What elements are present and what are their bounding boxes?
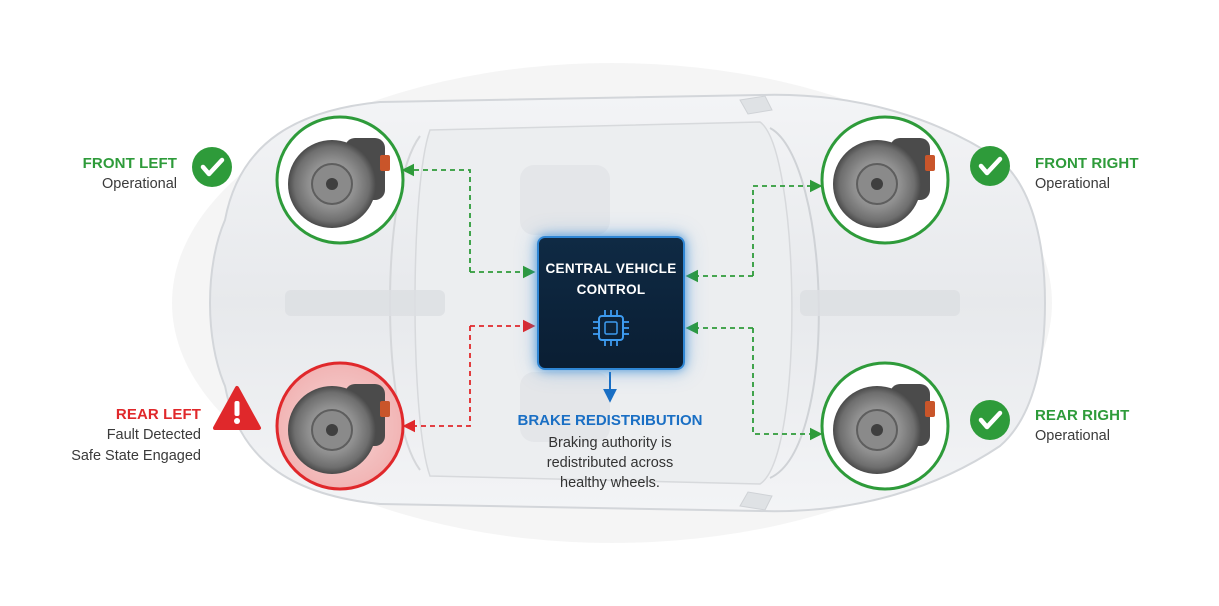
redistribution-line1: Braking authority is (548, 435, 672, 451)
redistribution-title: BRAKE REDISTRIBUTION (517, 412, 703, 429)
control-title-line1: CENTRAL VEHICLE (545, 261, 677, 276)
brake-disc-icon (833, 384, 935, 474)
brake-redistribution: BRAKE REDISTRIBUTION Braking authority i… (500, 411, 720, 493)
link-front-right (752, 179, 823, 276)
control-title-line2: CONTROL (576, 282, 646, 297)
wheel-front-right (820, 115, 950, 245)
front-left-title: FRONT LEFT (82, 155, 177, 172)
rear-left-title: REAR LEFT (115, 406, 201, 423)
redistribution-line3: healthy wheels. (560, 475, 660, 491)
rear-right-label: REAR RIGHT Operational (1035, 406, 1205, 447)
check-circle-icon (970, 146, 1010, 186)
connections (401, 163, 823, 441)
rear-right-title: REAR RIGHT (1035, 407, 1130, 424)
warning-triangle-icon (213, 386, 261, 430)
redistribution-description: Braking authority is redistributed acros… (500, 433, 720, 493)
brake-disc-icon (833, 138, 935, 228)
wheel-rear-left (275, 361, 405, 491)
brake-disc-icon (288, 384, 390, 474)
redistribution-line2: redistributed across (546, 455, 674, 471)
rear-left-status-line1: Fault Detected (106, 427, 201, 443)
control-title: CENTRAL VEHICLE CONTROL (539, 258, 683, 300)
rear-left-label: REAR LEFT Fault Detected Safe State Enga… (11, 405, 201, 467)
link-rear-left (402, 326, 471, 433)
rear-left-status-line2: Safe State Engaged (71, 448, 201, 464)
chip-icon (593, 310, 629, 346)
front-right-label: FRONT RIGHT Operational (1035, 154, 1205, 195)
front-right-status: Operational (1035, 176, 1110, 192)
check-circle-icon (192, 147, 232, 187)
central-vehicle-control: CENTRAL VEHICLE CONTROL (537, 236, 685, 370)
front-left-label: FRONT LEFT Operational (17, 154, 177, 195)
front-right-title: FRONT RIGHT (1035, 155, 1139, 172)
wheel-front-left (275, 115, 405, 245)
front-left-status: Operational (102, 176, 177, 192)
wheel-rear-right (820, 361, 950, 491)
link-front-left (401, 163, 471, 272)
rear-right-status: Operational (1035, 428, 1110, 444)
brake-disc-icon (288, 138, 390, 228)
check-circle-icon (970, 400, 1010, 440)
